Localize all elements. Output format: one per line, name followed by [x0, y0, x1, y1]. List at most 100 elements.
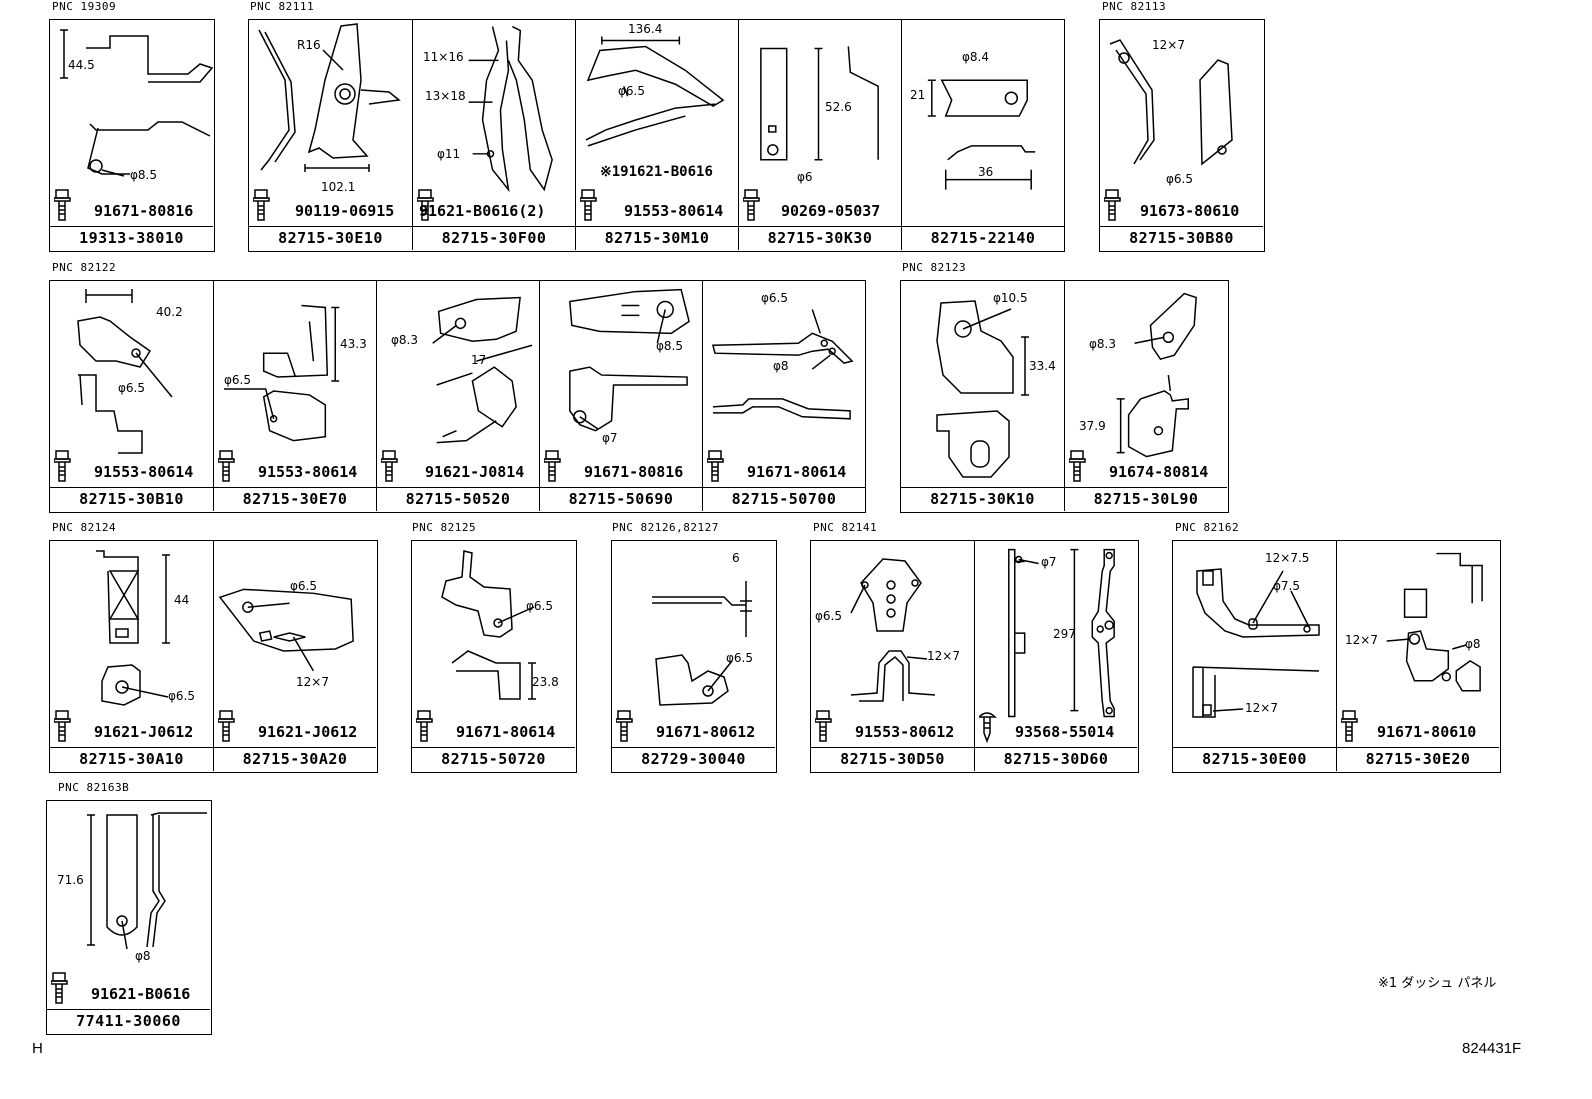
bolt-icon [415, 709, 579, 743]
part-cell: 43.3 φ6.5 91553-80614 82715-30E70 [213, 281, 376, 511]
bolt-part-number: 91671-80614 [456, 723, 556, 741]
part-drawing: 43.3 φ6.5 [214, 281, 376, 488]
part-group-82111: R16 102.1 90119-06915 82715-30E10 11×16 … [248, 19, 1065, 252]
dimension-label: 13×18 [425, 89, 466, 103]
bolt-part-number: 90119-06915 [295, 202, 395, 220]
dimension-label: φ8.3 [1089, 337, 1116, 351]
pnc-label: PNC 82124 [52, 521, 117, 534]
bolt-part-number: 91553-80614 [94, 463, 194, 481]
part-drawing: φ8.4 21 36 [902, 20, 1064, 227]
part-number: 82715-30D50 [811, 747, 974, 771]
part-drawing: 11×16 13×18 φ11 [413, 20, 575, 227]
dimension-label: φ6.5 [726, 651, 753, 665]
part-drawing: 6 φ6.5 [612, 541, 775, 748]
part-cell: φ8.3 17 91621-J0814 82715-50520 [376, 281, 539, 511]
bolt-icon [53, 709, 217, 743]
part-drawing: φ6.5 φ8 [703, 281, 865, 488]
dimension-label: 52.6 [825, 100, 852, 114]
part-group-82123: φ10.5 33.4 82715-30K10 φ8.3 37.9 91674-8… [900, 280, 1229, 513]
part-cell: φ6.5 φ8 91671-80614 82715-50700 [702, 281, 865, 511]
part-cell: 71.6 φ8 91621-B0616 77411-30060 [47, 801, 210, 1033]
dimension-label: 23.8 [532, 675, 559, 689]
bolt-icon [579, 188, 742, 222]
part-number: 82715-30B80 [1100, 226, 1263, 250]
part-number: 82715-30K10 [901, 487, 1064, 511]
dimension-label: 136.4 [628, 22, 663, 36]
dimension-label: 12×7 [1345, 633, 1378, 647]
part-group-82122: 40.2 φ6.5 91553-80614 82715-30B10 43.3 φ… [49, 280, 866, 513]
part-cell: φ6.5 23.8 91671-80614 82715-50720 [412, 541, 575, 771]
bolt-part-number: 91553-80614 [258, 463, 358, 481]
part-cell: 40.2 φ6.5 91553-80614 82715-30B10 [50, 281, 213, 511]
part-cell: 44.5 φ8.5 91671-80816 19313-38010 [50, 20, 213, 250]
bolt-icon [53, 188, 217, 222]
dimension-label: 21 [910, 88, 926, 102]
bolt-part-number: 91621-J0612 [94, 723, 194, 741]
dimension-label: φ7 [602, 431, 618, 445]
part-number: 82715-50700 [703, 487, 865, 511]
part-cell: φ8.4 21 36 82715-22140 [901, 20, 1064, 250]
part-drawing: φ6.5 12×7 [214, 541, 376, 748]
bolt-part-number: 91671-80816 [94, 202, 194, 220]
part-cell: 12×7 φ8 91671-80610 82715-30E20 [1336, 541, 1499, 771]
bolt-part-number: 91671-80612 [656, 723, 756, 741]
pnc-label: PNC 82126,82127 [612, 521, 719, 534]
dimension-label: φ8.5 [130, 168, 157, 182]
dimension-label: φ8 [773, 359, 789, 373]
part-drawing: φ8.5 φ7 [540, 281, 702, 488]
part-group-82124: 44 φ6.5 91621-J0612 82715-30A10 φ6.5 12×… [49, 540, 378, 773]
bolt-part-number: 91671-80816 [584, 463, 684, 481]
dimension-label: 43.3 [340, 337, 367, 351]
bolt-icon [416, 188, 579, 222]
dimension-label: 40.2 [156, 305, 183, 319]
part-number: 82715-30D60 [975, 747, 1137, 771]
part-number: 82715-30M10 [576, 226, 738, 250]
dimension-label: φ11 [437, 147, 461, 161]
part-cell: φ10.5 33.4 82715-30K10 [901, 281, 1064, 511]
dimension-label: φ6.5 [290, 579, 317, 593]
dimension-label: φ6.5 [168, 689, 195, 703]
part-group-19309: 44.5 φ8.5 91671-80816 19313-38010 [49, 19, 215, 252]
part-cell: 12×7.5 φ7.5 12×7 82715-30E00 [1173, 541, 1336, 771]
part-drawing: 44 φ6.5 [50, 541, 213, 748]
dimension-label: 36 [978, 165, 994, 179]
part-number: 82715-30A20 [214, 747, 376, 771]
dimension-label: φ10.5 [993, 291, 1028, 305]
bolt-icon [742, 188, 905, 222]
dimension-label: φ6.5 [526, 599, 553, 613]
dimension-label: 12×7 [1245, 701, 1278, 715]
part-number: 82715-30L90 [1065, 487, 1227, 511]
bolt-part-number: 91671-80614 [747, 463, 847, 481]
part-cell: 12×7 φ6.5 91673-80610 82715-30B80 [1100, 20, 1263, 250]
part-number: 77411-30060 [47, 1009, 210, 1033]
part-group-82113: 12×7 φ6.5 91673-80610 82715-30B80 [1099, 19, 1265, 252]
dimension-label: φ6.5 [815, 609, 842, 623]
bolt-icon [217, 449, 380, 483]
dimension-label: 297 [1053, 627, 1076, 641]
dimension-label: φ6.5 [224, 373, 251, 387]
pnc-label: PNC 82123 [902, 261, 967, 274]
dimension-label: φ8.5 [656, 339, 683, 353]
pnc-label: PNC 82122 [52, 261, 117, 274]
pnc-label: PNC 82113 [1102, 0, 1167, 13]
part-drawing: 12×7.5 φ7.5 12×7 [1173, 541, 1336, 748]
part-cell: 52.6 φ6 90269-05037 82715-30K30 [738, 20, 901, 250]
part-number: 82715-30E10 [249, 226, 412, 250]
part-drawing: 44.5 φ8.5 [50, 20, 213, 227]
dimension-label: 44.5 [68, 58, 95, 72]
part-number: 82715-30E70 [214, 487, 376, 511]
dimension-label: φ8.4 [962, 50, 989, 64]
dimension-label: φ8 [135, 949, 151, 963]
pnc-label: PNC 19309 [52, 0, 117, 13]
corner-mark: H [32, 1040, 43, 1057]
part-drawing: R16 102.1 [249, 20, 412, 227]
dimension-label: φ6.5 [118, 381, 145, 395]
part-number: 19313-38010 [50, 226, 213, 250]
part-cell: 6 φ6.5 91671-80612 82729-30040 [612, 541, 775, 771]
part-group-82162: 12×7.5 φ7.5 12×7 82715-30E00 12×7 φ8 916… [1172, 540, 1501, 773]
screw-icon [977, 709, 1141, 744]
part-number: 82715-30B10 [50, 487, 213, 511]
part-number: 82729-30040 [612, 747, 775, 771]
bolt-part-number: 91671-80610 [1377, 723, 1477, 741]
bolt-icon [217, 709, 380, 743]
